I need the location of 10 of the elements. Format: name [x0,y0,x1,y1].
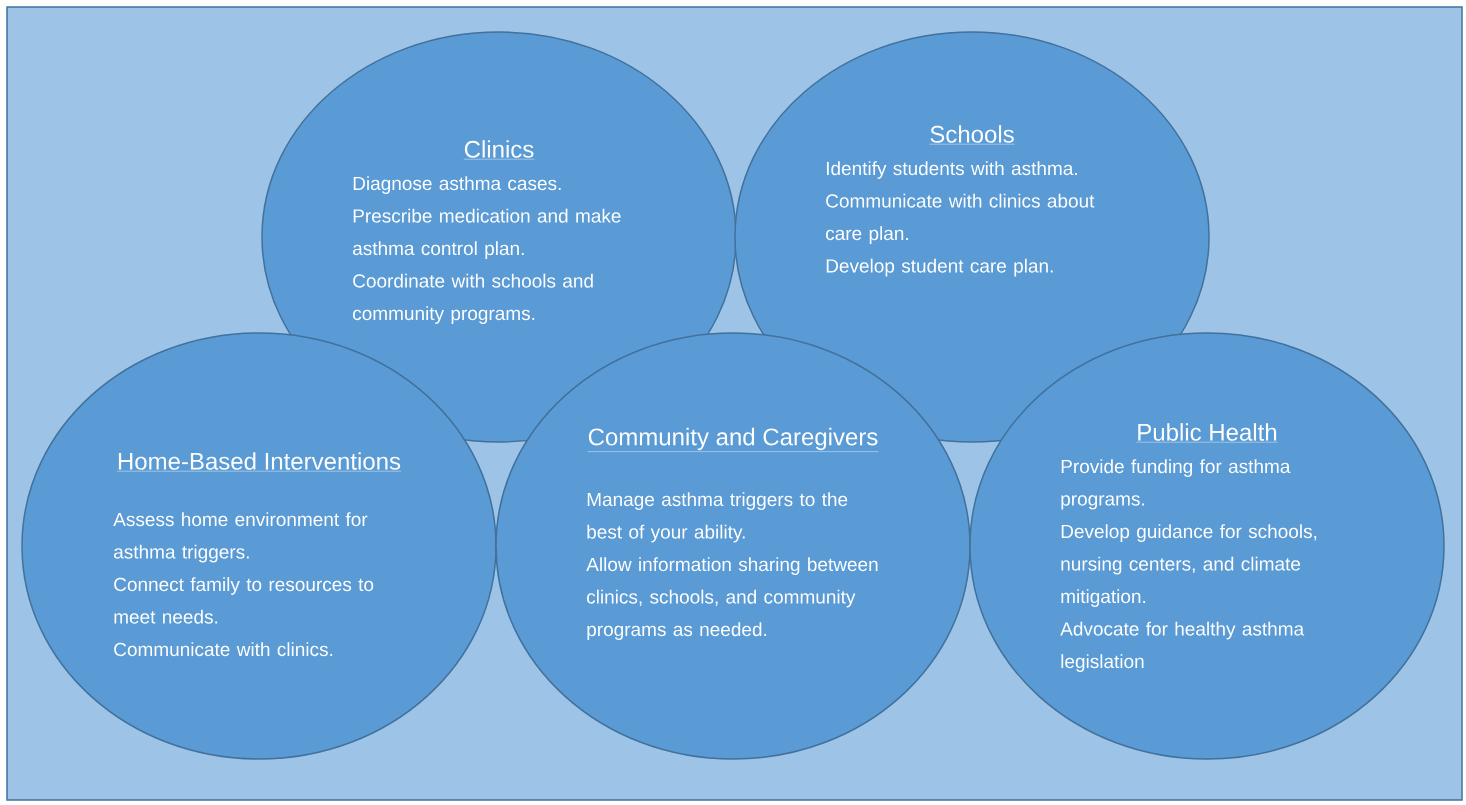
heading: Public Health [1136,423,1278,443]
description: Diagnose asthma cases. Prescribe medication and make asthma control plan. Coordinate with schools and community programs. [353,176,621,324]
description: Manage asthma triggers to the best of your ability. Allow information sharing between clinics, schools, and community programs as needed. [586,492,878,640]
heading: Schools [929,125,1015,145]
description: Provide funding for asthma programs. Develop guidance for schools, nursing centers, and climate mitigation. Advocate for healthy asthma legislation [1060,459,1317,672]
description: Identify students with asthma. Communicate with clinics about care plan. Develop student care plan. [826,161,1095,277]
heading: Home-Based Interventions [116,452,402,472]
heading: Community and Caregivers [587,427,879,452]
description: Assess home environment for asthma triggers. Connect family to resources to meet needs. Communicate with clinics. [113,512,374,657]
heading: Clinics [463,140,535,160]
